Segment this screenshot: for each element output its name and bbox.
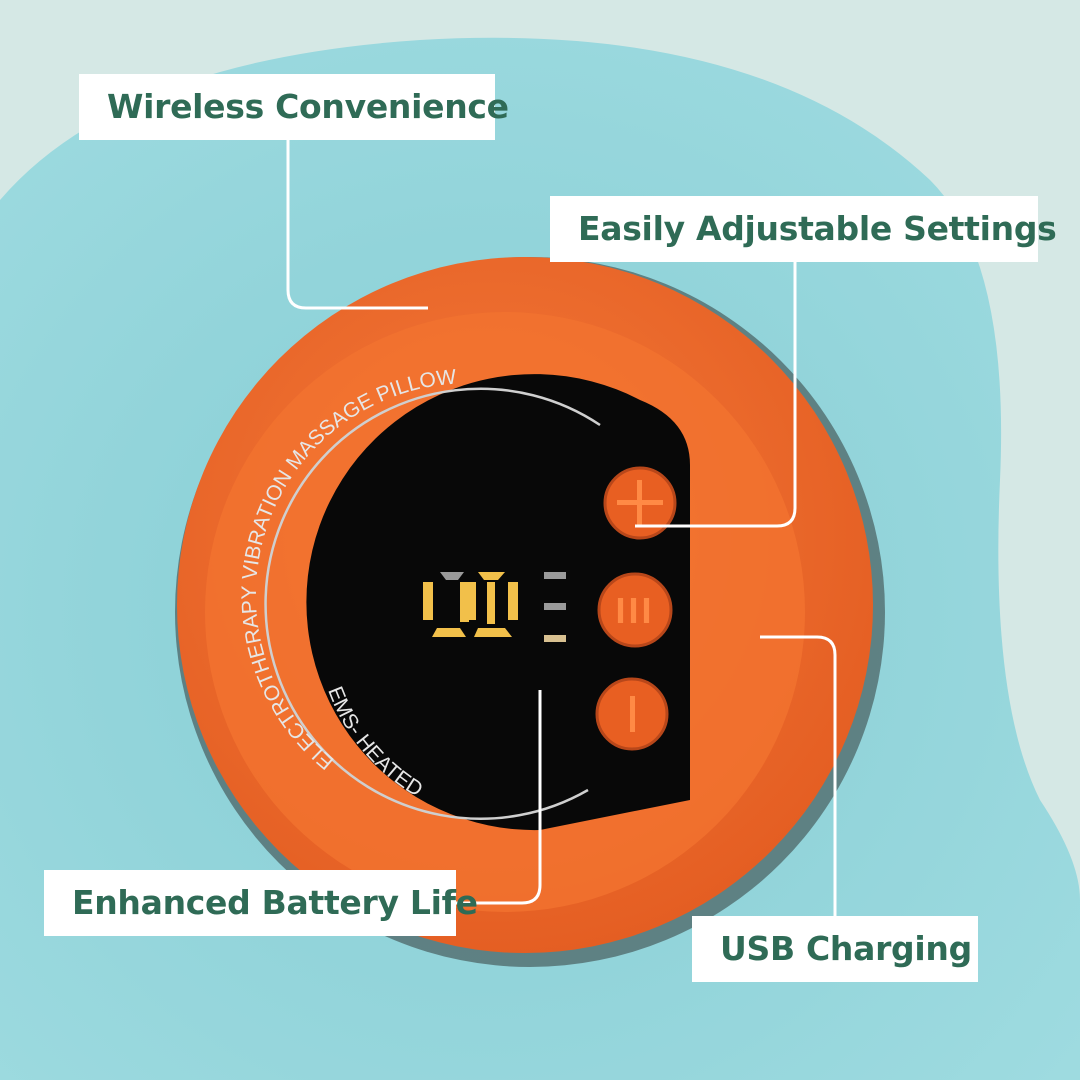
callout-adjustable-settings: Easily Adjustable Settings (550, 196, 1057, 262)
mode-icon: III (615, 590, 654, 631)
ring-line (264, 387, 601, 821)
connector-settings (635, 262, 797, 528)
connector-usb (760, 635, 837, 916)
connector-battery (456, 690, 542, 905)
callout-battery-life: Enhanced Battery Life (44, 870, 478, 936)
connector-wireless (286, 140, 428, 310)
display-panel (306, 374, 690, 831)
callout-usb-charging: USB Charging (692, 916, 978, 982)
plus-button[interactable] (603, 466, 677, 540)
lcd-display (423, 572, 566, 642)
power-button[interactable] (595, 677, 669, 751)
callout-wireless-convenience: Wireless Convenience (79, 74, 509, 140)
power-icon (630, 696, 635, 732)
mode-button[interactable]: III (597, 572, 673, 648)
